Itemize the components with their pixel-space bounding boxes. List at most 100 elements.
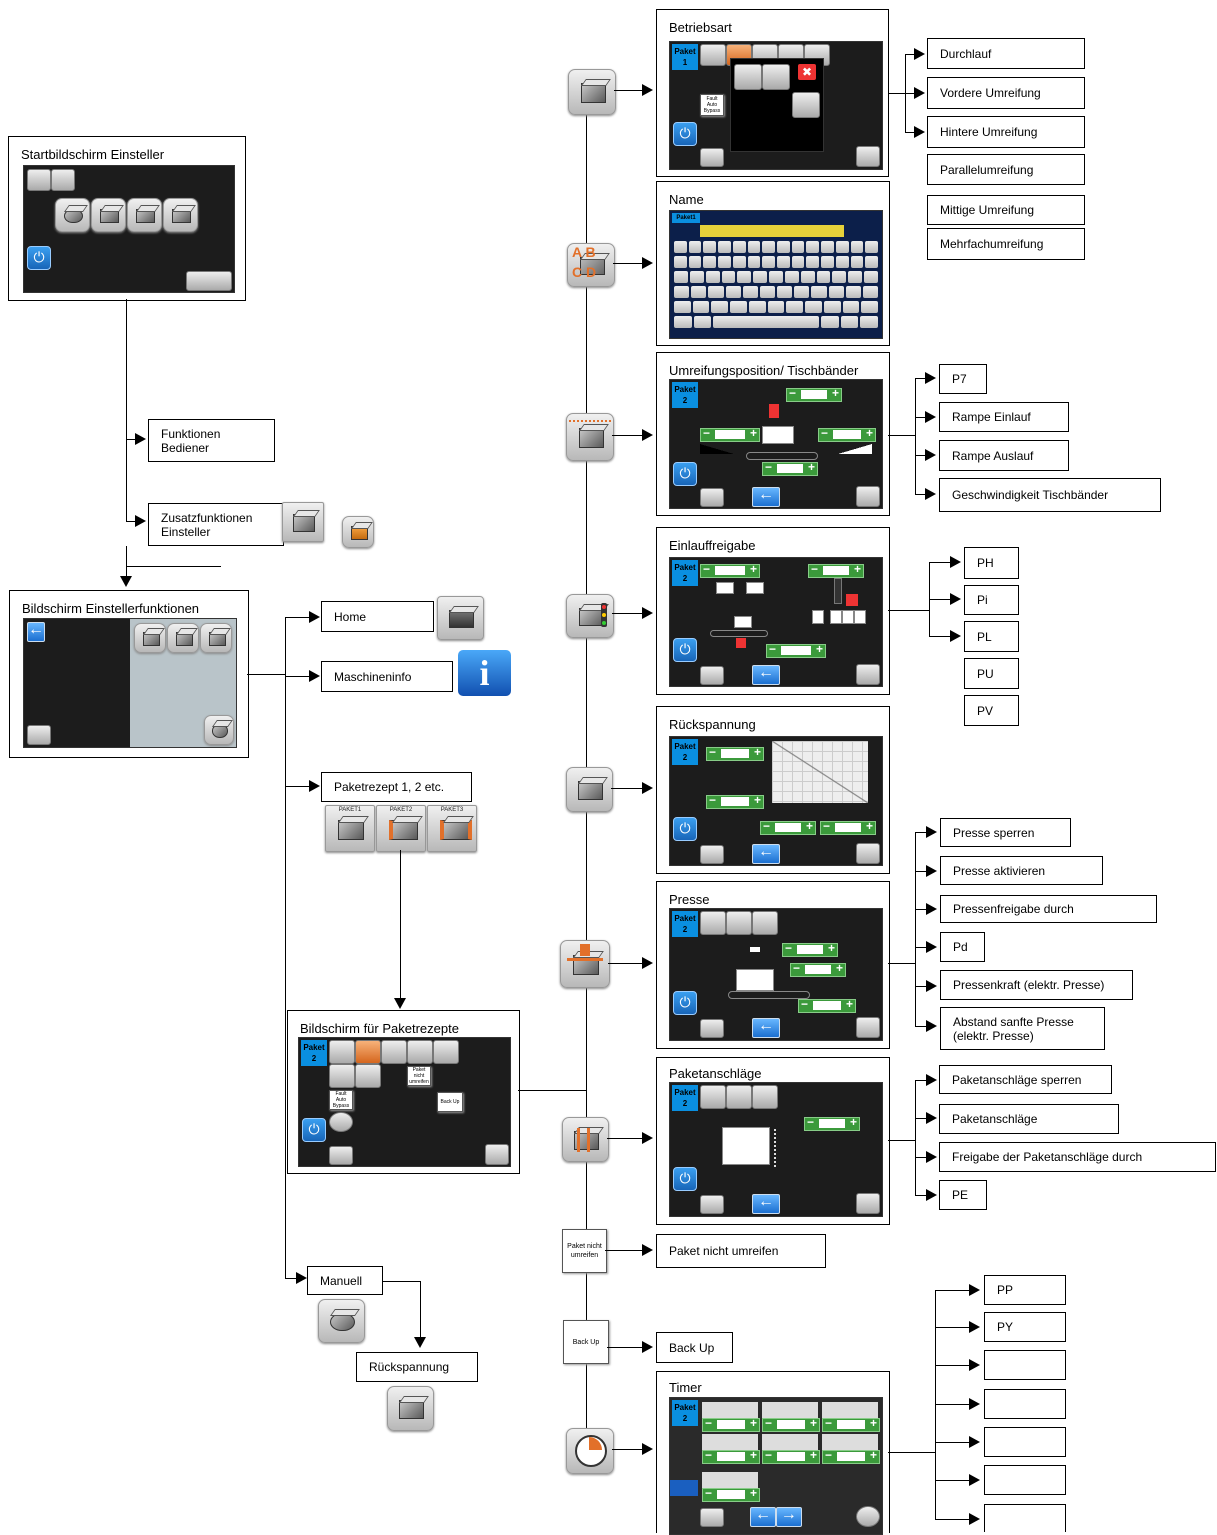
setup-icon[interactable] <box>856 486 880 507</box>
power-icon[interactable] <box>673 462 697 486</box>
back-button[interactable] <box>752 843 780 864</box>
timer-stepper-t20[interactable] <box>702 1486 760 1502</box>
setup-icon[interactable] <box>856 1017 880 1038</box>
keyboard-row[interactable] <box>674 301 879 313</box>
close-icon[interactable]: ✖ <box>798 64 816 80</box>
setup-icon[interactable] <box>856 1193 880 1214</box>
mode-option-3[interactable] <box>792 92 820 118</box>
home-icon[interactable] <box>700 845 724 864</box>
speed-stepper[interactable] <box>762 460 818 476</box>
power-icon[interactable] <box>673 122 697 146</box>
mode-icon[interactable] <box>700 44 726 66</box>
ph-stepper[interactable] <box>700 562 760 578</box>
press-activate-button[interactable] <box>726 911 752 935</box>
stopper-icon[interactable] <box>355 1064 381 1088</box>
p7-stepper[interactable] <box>786 386 842 402</box>
power-icon[interactable] <box>673 817 697 841</box>
next-button[interactable] <box>776 1507 802 1527</box>
position-icon[interactable] <box>381 1040 407 1064</box>
tension-stepper-4[interactable] <box>820 819 876 835</box>
setup-icon[interactable] <box>186 271 232 291</box>
power-icon[interactable] <box>673 991 697 1015</box>
timer-stepper-t15[interactable] <box>762 1416 820 1432</box>
infeed-icon[interactable] <box>407 1040 433 1064</box>
keyboard-row[interactable] <box>674 256 879 268</box>
tension-stepper-3[interactable] <box>760 819 816 835</box>
paket1-icon[interactable] <box>91 198 126 232</box>
keyboard-row[interactable] <box>674 241 879 253</box>
back-button[interactable] <box>752 1017 780 1038</box>
fault-bypass-button[interactable]: Fault Auto Bypass <box>700 94 724 116</box>
home-icon[interactable] <box>700 1019 724 1038</box>
stopper-icon[interactable] <box>51 169 75 191</box>
force-stepper[interactable] <box>790 961 846 977</box>
ramp-in-stepper[interactable] <box>700 426 760 442</box>
press-release-button[interactable] <box>752 911 778 935</box>
timer-stepper-t19[interactable] <box>822 1448 880 1464</box>
pd-stepper[interactable] <box>782 941 838 957</box>
press-icon[interactable] <box>27 169 51 191</box>
stopper-activate-button[interactable] <box>726 1085 752 1109</box>
setup-icon[interactable] <box>485 1144 509 1165</box>
keyboard-row[interactable] <box>674 286 879 298</box>
pi-stepper[interactable] <box>808 562 864 578</box>
infeed-screen-frame: Einlauffreigabe Paket 2 <box>656 527 890 695</box>
home-icon[interactable] <box>700 1195 724 1214</box>
keyboard-row[interactable] <box>674 316 879 328</box>
back-button[interactable] <box>750 1506 776 1527</box>
stopper-lock-button[interactable] <box>700 1085 726 1109</box>
home-icon[interactable] <box>700 148 724 167</box>
power-icon[interactable] <box>673 1167 697 1191</box>
machine-info-label: Maschineninfo <box>334 669 412 684</box>
mode-icon <box>568 69 616 115</box>
setup-icon[interactable] <box>856 1506 880 1527</box>
paket2-icon[interactable] <box>167 623 199 653</box>
backup-button[interactable]: Back Up <box>437 1092 463 1112</box>
press-option-box: Presse sperren <box>940 818 1071 847</box>
home-icon[interactable] <box>700 666 724 685</box>
ramp-out-stepper[interactable] <box>818 426 876 442</box>
timer-stepper-t18[interactable] <box>762 1448 820 1464</box>
manual-icon[interactable] <box>55 198 90 232</box>
tension-stepper-1[interactable] <box>706 745 764 761</box>
manual-icon[interactable] <box>204 715 234 745</box>
power-icon[interactable] <box>673 638 697 662</box>
keyboard-row[interactable] <box>674 271 878 283</box>
fault-bypass-button[interactable]: Fault Auto Bypass <box>329 1090 353 1110</box>
back-button[interactable] <box>752 486 780 507</box>
mode-icon[interactable] <box>329 1040 355 1064</box>
pl-stepper[interactable] <box>766 642 826 658</box>
power-icon[interactable] <box>302 1118 326 1142</box>
setup-icon[interactable] <box>856 843 880 864</box>
home-icon[interactable] <box>329 1146 353 1165</box>
power-icon[interactable] <box>27 246 51 270</box>
name-icon[interactable] <box>355 1040 381 1064</box>
timer-stepper-t16[interactable] <box>822 1416 880 1432</box>
tension-stepper-2[interactable] <box>706 793 764 809</box>
timer-icon[interactable] <box>329 1112 353 1132</box>
back-button[interactable] <box>752 1193 780 1214</box>
pe-stepper[interactable] <box>804 1115 860 1131</box>
setup-icon[interactable] <box>856 146 880 167</box>
mode-option-2[interactable] <box>762 64 790 90</box>
press-lock-button[interactable] <box>700 911 726 935</box>
back-button[interactable] <box>752 664 780 685</box>
mode-option-1[interactable] <box>734 64 762 90</box>
home-icon[interactable] <box>700 1508 724 1527</box>
timer-stepper-t17[interactable] <box>702 1448 760 1464</box>
soft-press-stepper[interactable] <box>798 997 856 1013</box>
setup-icon[interactable] <box>856 664 880 685</box>
info-icon[interactable] <box>27 621 45 642</box>
paket3-icon[interactable] <box>163 198 198 232</box>
stopper-release-button[interactable] <box>752 1085 778 1109</box>
paket3-icon[interactable] <box>200 623 232 653</box>
home-icon[interactable] <box>700 488 724 507</box>
paket2-icon[interactable] <box>127 198 162 232</box>
no-strap-button[interactable]: Paket nicht umreifen <box>407 1066 431 1086</box>
back-tension-box: Rückspannung <box>356 1352 478 1382</box>
home-icon[interactable] <box>27 725 51 745</box>
paket1-icon[interactable] <box>134 623 166 653</box>
backtension-icon[interactable] <box>433 1040 459 1064</box>
timer-stepper-t14[interactable] <box>702 1416 760 1432</box>
press-icon[interactable] <box>329 1064 355 1088</box>
